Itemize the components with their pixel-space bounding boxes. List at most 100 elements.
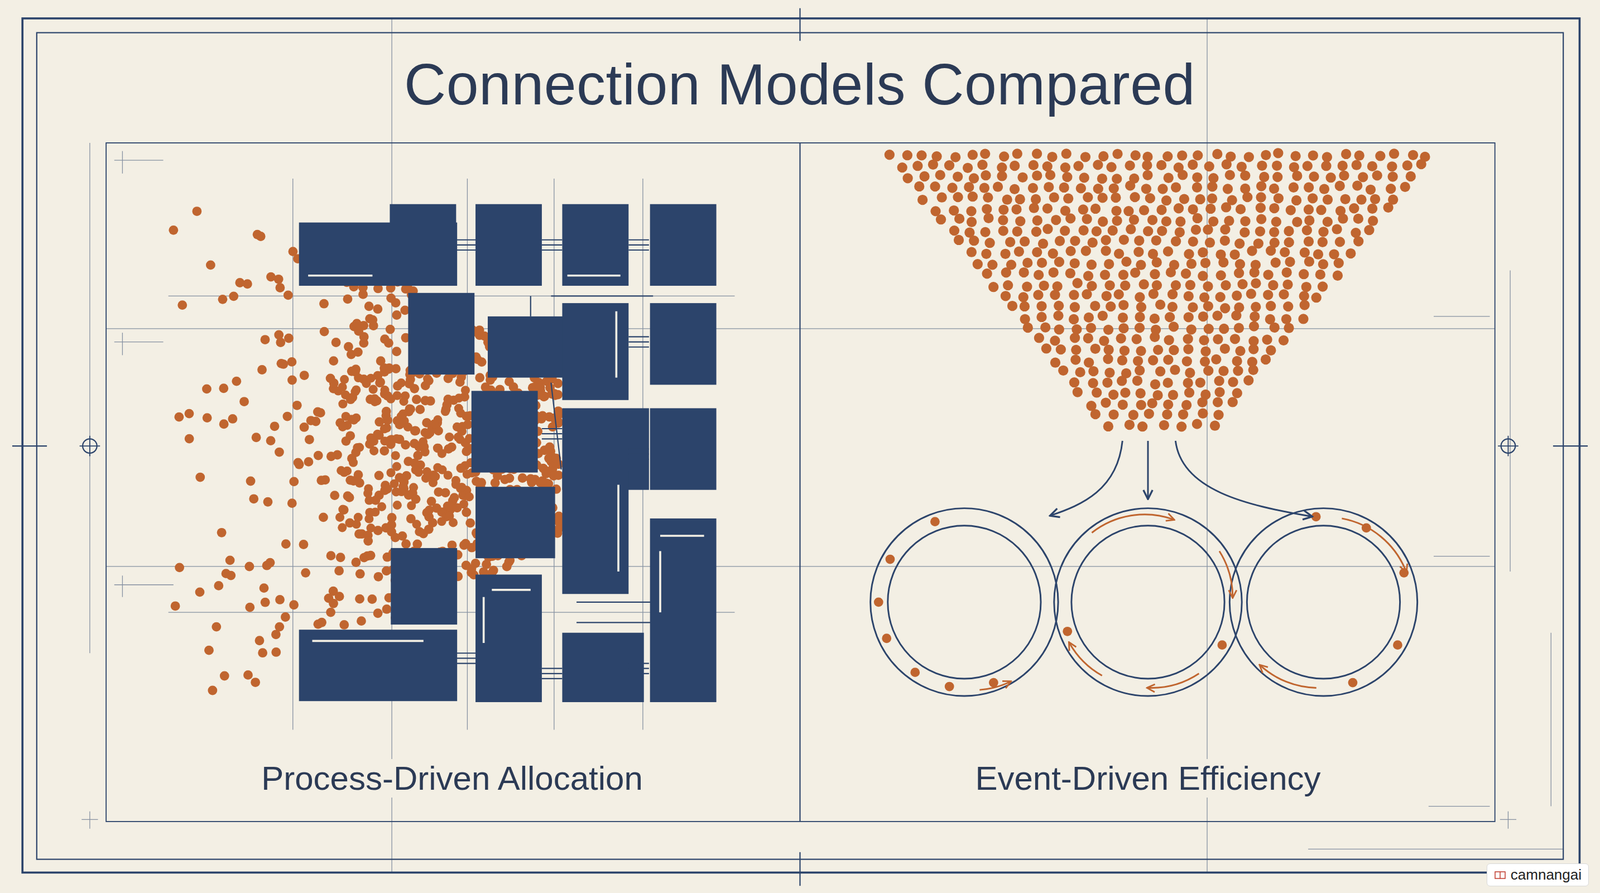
block-stroke [308, 274, 373, 277]
dot [1059, 225, 1070, 236]
dot [1307, 193, 1318, 204]
dot [1186, 324, 1197, 335]
dot [1356, 194, 1367, 205]
dot [1169, 364, 1180, 376]
dot [356, 616, 367, 626]
dot [1229, 249, 1240, 260]
dot [1372, 170, 1383, 181]
dot [433, 463, 442, 473]
dot [1182, 356, 1193, 367]
dot [1183, 333, 1194, 344]
dot [1269, 227, 1280, 238]
block-stroke [576, 621, 653, 623]
dot [379, 445, 389, 456]
dot [1197, 247, 1208, 258]
dot [1036, 257, 1047, 268]
dot [1192, 213, 1203, 224]
dot [1034, 332, 1045, 343]
dot [1050, 357, 1061, 368]
dot [979, 148, 991, 159]
dot [436, 516, 446, 526]
dot [935, 169, 946, 180]
dot [1134, 291, 1145, 302]
dot [1207, 193, 1218, 204]
dot [1341, 149, 1352, 160]
dot [1192, 182, 1203, 193]
dot [966, 217, 977, 228]
dot [928, 159, 939, 170]
dot [1080, 151, 1091, 162]
dot [353, 347, 363, 357]
dot [1124, 160, 1135, 171]
dot [1265, 300, 1276, 311]
dot [325, 373, 336, 383]
dot [1030, 194, 1041, 205]
dot [1250, 301, 1261, 312]
dot [997, 214, 1008, 225]
dot [1279, 247, 1290, 258]
dot [474, 325, 485, 335]
dot [1246, 245, 1257, 256]
dot [1121, 256, 1132, 267]
dot [1304, 215, 1315, 226]
dot [1167, 289, 1178, 300]
dot [1097, 192, 1108, 203]
dot [1131, 334, 1142, 345]
dot [391, 487, 401, 497]
dot [1315, 269, 1326, 280]
dot [1147, 214, 1158, 225]
dot [454, 393, 464, 403]
dot [998, 151, 1009, 162]
dot [1375, 150, 1386, 161]
dot [1070, 344, 1081, 355]
dot [1012, 148, 1023, 159]
dot [1199, 292, 1210, 303]
dot [1288, 182, 1299, 193]
dot [1416, 159, 1427, 170]
dot [1043, 181, 1054, 192]
block-stroke [628, 453, 650, 455]
dot [217, 527, 227, 538]
dot [935, 214, 946, 225]
dot [1322, 194, 1333, 205]
dot [1038, 238, 1049, 249]
title: Connection Models Compared [404, 51, 1196, 118]
dot [1328, 248, 1339, 259]
dot [1183, 291, 1194, 302]
dot [1068, 314, 1079, 325]
dot [1042, 203, 1053, 214]
dot [1022, 257, 1033, 268]
dot [367, 315, 378, 325]
dot [310, 416, 321, 427]
dot [366, 550, 376, 561]
dot [1281, 267, 1292, 278]
dot [1278, 289, 1289, 300]
dot [1199, 356, 1210, 367]
dot [1319, 184, 1330, 195]
dot [278, 359, 288, 369]
dot [1087, 377, 1098, 388]
dot [244, 602, 255, 613]
dot [1041, 343, 1052, 354]
dot [1108, 389, 1119, 400]
dot [1291, 217, 1302, 228]
dot [1284, 237, 1295, 248]
dot [1270, 257, 1281, 268]
dot [1090, 409, 1101, 420]
dot [1235, 258, 1246, 269]
dot [1103, 324, 1114, 335]
dot [459, 540, 469, 550]
dot [1174, 227, 1185, 238]
dot [1214, 386, 1225, 397]
dot [195, 587, 205, 598]
dot [1097, 173, 1108, 184]
dot [299, 370, 310, 381]
dot [1022, 322, 1033, 333]
event-dots [873, 147, 1431, 691]
dot [930, 516, 940, 527]
block-stroke [567, 274, 621, 277]
dot [1054, 324, 1065, 335]
dot [1187, 159, 1198, 170]
dot [328, 356, 339, 366]
dot [287, 498, 297, 508]
